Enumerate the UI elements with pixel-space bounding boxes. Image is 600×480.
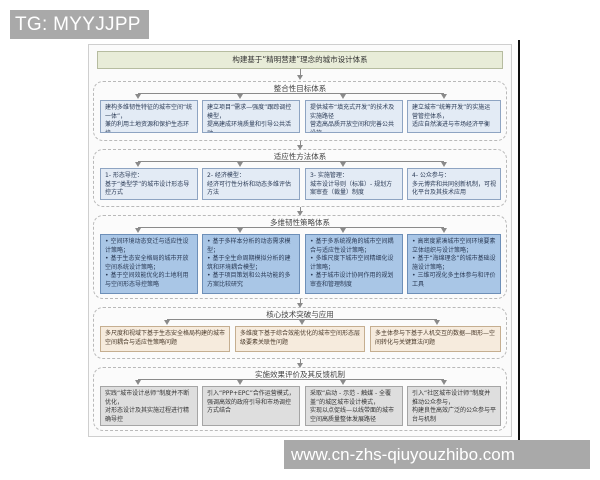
connector-line (300, 141, 301, 147)
connector-line (138, 93, 444, 94)
strategy-box: • 空间环境动态变迁与适应性设计策略； • 基于生态安全格局的城市开放空间系统设… (100, 234, 198, 294)
group-core-tech: 核心技术突破与应用 多尺度和视域下基于生态安全格局构建的城市空间耦合与适应性策略… (93, 307, 507, 359)
group-evaluation: 实施效果评价及其反馈机制 实践“城市设计总师”制度并不断优化， 对形态设计及其实… (93, 367, 507, 431)
connector-line (300, 359, 301, 365)
strategy-box: • 基于多系统视角的城市空间耦合与适应性设计策略； • 多维尺度下城市空间精细化… (305, 234, 403, 294)
group-methods: 适应性方法体系 1- 形态导控： 基于“类型学”的城市设计形态导控方式 2- 经… (93, 149, 507, 207)
arrow-down-icon (164, 320, 170, 325)
arrow-down-icon (297, 211, 303, 216)
connector-line (300, 69, 301, 77)
strategy-box: • 高密度紧凑城市空间环境要素立体组织与设计策略； • 基于“海绵理念”的城市基… (407, 234, 501, 294)
connector-line (138, 227, 444, 228)
method-box: 1- 形态导控： 基于“类型学”的城市设计形态导控方式 (100, 168, 198, 200)
connector-line (167, 319, 437, 320)
group-strategies: 多维韧性策略体系 • 空间环境动态变迁与适应性设计策略； • 基于生态安全格局的… (93, 215, 507, 299)
group-title: 实施效果评价及其反馈机制 (255, 370, 345, 379)
diagram-frame: 构建基于“精明营建”理念的城市设计体系 整合性目标体系 建构多维韧性特征的城市空… (88, 44, 512, 437)
group-title: 适应性方法体系 (273, 152, 327, 161)
arrow-down-icon (135, 94, 141, 99)
connector-line (138, 161, 444, 162)
arrow-down-icon (441, 94, 447, 99)
diagram-title: 构建基于“精明营建”理念的城市设计体系 (97, 51, 503, 69)
arrow-down-icon (237, 94, 243, 99)
watermark-bottom: www.cn-zhs-qiuyouzhibo.com (284, 440, 590, 469)
evaluation-box: 引入“PPP+EPC”合作运营模式， 强调高效的政府引导和市场调控方式结合 (202, 386, 300, 426)
watermark-top: TG: MYYJJPP (10, 10, 149, 39)
connector-line (300, 207, 301, 213)
arrow-down-icon (340, 162, 346, 167)
method-box: 4- 公众参与： 多元博弈和共同创新机制，可视化平台及其技术应用 (407, 168, 501, 200)
arrow-down-icon (340, 94, 346, 99)
evaluation-box: 引入“社区城市设计师”制度并推动公众参与， 构建良性高效广泛的公众参与平台与机制 (407, 386, 501, 426)
arrow-down-icon (135, 380, 141, 385)
connector-line (138, 379, 444, 380)
goal-box: 提供城市“填充式开发”的技术及实施路径 营造高品质开放空间和完善公共设施 (305, 100, 403, 133)
arrow-down-icon (135, 228, 141, 233)
arrow-down-icon (340, 380, 346, 385)
arrow-down-icon (297, 303, 303, 308)
arrow-down-icon (297, 145, 303, 150)
goal-box: 建构多维韧性特征的城市空间“统一体”， 兼的利用土地资源和保护生态环境 (100, 100, 198, 133)
method-box: 2- 经济模型： 经济可行性分析和动态多维评估方法 (202, 168, 300, 200)
arrow-down-icon (441, 228, 447, 233)
arrow-down-icon (135, 162, 141, 167)
arrow-down-icon (299, 320, 305, 325)
group-goals: 整合性目标体系 建构多维韧性特征的城市空间“统一体”， 兼的利用土地资源和保护生… (93, 81, 507, 141)
method-box: 3- 实施管理： 城市设计导则（标准）- 规划方案审查（裁量）制度 (305, 168, 403, 200)
evaluation-box: 采取“启动 - 示范 - 触媒 - 全覆盖”的城区城市设计模式， 实现以点促线—… (305, 386, 403, 426)
tech-box: 多尺度和视域下基于生态安全格局构建的城市空间耦合与适应性策略问题 (100, 326, 230, 352)
arrow-down-icon (297, 75, 303, 80)
arrow-down-icon (434, 320, 440, 325)
strategy-box: • 基于多样本分析的动态需求模型； • 基于全生命周期模拟分析的建筑和环境耦合模… (202, 234, 300, 294)
connector-line (300, 299, 301, 305)
goal-box: 建立城市“统筹开发”的实施运营管控体系， 适应自然演进与市场经济平衡 (407, 100, 501, 133)
arrow-down-icon (340, 228, 346, 233)
group-title: 核心技术突破与应用 (266, 310, 334, 319)
arrow-down-icon (441, 162, 447, 167)
arrow-down-icon (237, 162, 243, 167)
group-title: 多维韧性策略体系 (270, 218, 330, 227)
arrow-down-icon (297, 363, 303, 368)
goal-box: 建立项目“需求—强度”跟踪调控模型， 提高建成环境质量和引导公共活动 (202, 100, 300, 133)
arrow-down-icon (441, 380, 447, 385)
tech-box: 多主体参与下基于人机交互的数据—图形—空间转化与关键算法问题 (370, 326, 501, 352)
arrow-down-icon (237, 228, 243, 233)
group-title: 整合性目标体系 (273, 84, 327, 93)
page-edge-rule (518, 40, 520, 440)
arrow-down-icon (237, 380, 243, 385)
tech-box: 多维度下基于综合效能优化的城市空间形态层级要素关联性问题 (235, 326, 365, 352)
evaluation-box: 实践“城市设计总师”制度并不断优化， 对形态设计及其实施过程进行精确导控 (100, 386, 198, 426)
